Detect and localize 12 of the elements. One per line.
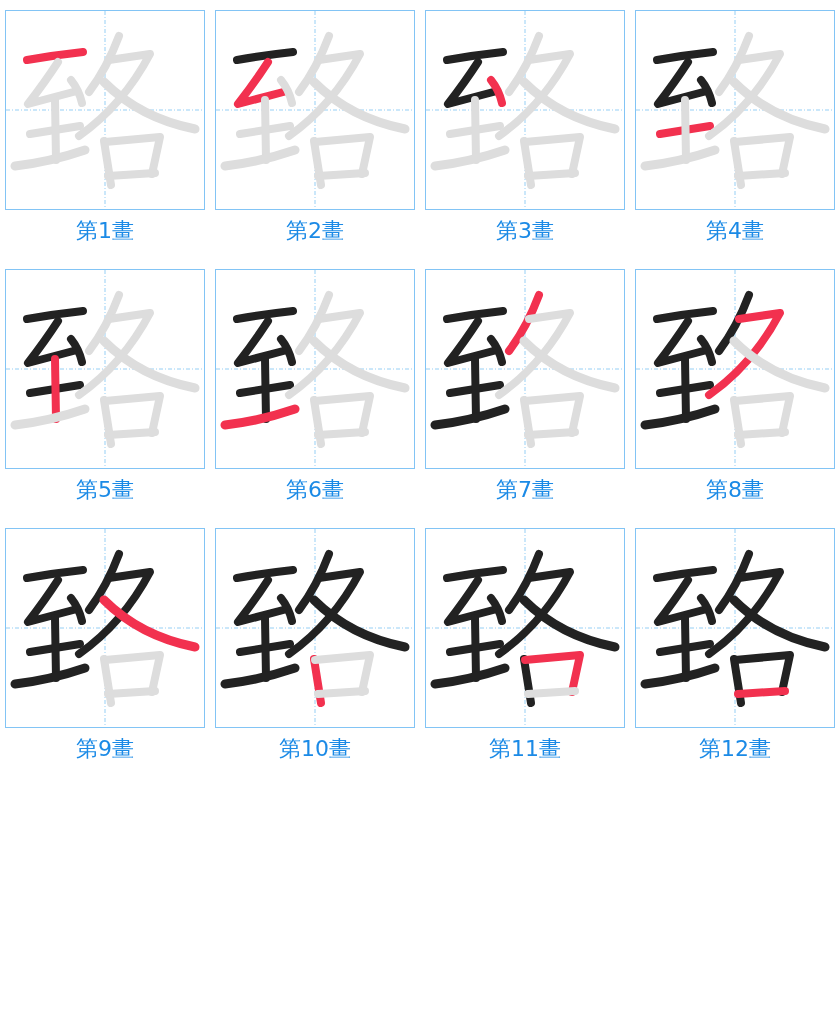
step-caption: 第2畫 (286, 217, 344, 245)
step-caption: 第1畫 (76, 217, 134, 245)
step-caption: 第9畫 (76, 735, 134, 763)
step-caption: 第4畫 (706, 217, 764, 245)
step-caption: 第10畫 (279, 735, 351, 763)
step-caption: 第3畫 (496, 217, 554, 245)
step-caption: 第8畫 (706, 476, 764, 504)
step-caption: 第12畫 (699, 735, 771, 763)
step-caption: 第6畫 (286, 476, 344, 504)
step-caption: 第5畫 (76, 476, 134, 504)
step-caption: 第7畫 (496, 476, 554, 504)
step-caption: 第11畫 (489, 735, 561, 763)
